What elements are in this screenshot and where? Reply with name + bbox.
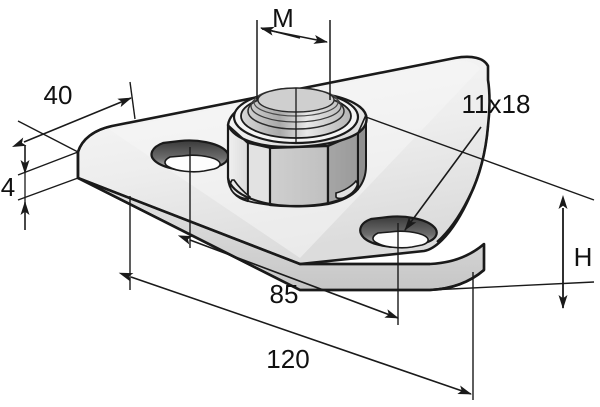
hex-nut: [226, 87, 368, 208]
dim-40-ext-far: [129, 81, 136, 120]
dim-H-label: H: [574, 242, 593, 272]
slot-hole-right: [359, 215, 438, 249]
dim-M-arrow-right: [261, 28, 328, 44]
slot-left-floor: [164, 154, 221, 173]
callout-11x18-label: 11x18: [462, 89, 531, 119]
dimension-120: 120: [118, 196, 474, 400]
callout-11x18-leader: [404, 126, 482, 231]
slot-right-floor: [372, 230, 429, 249]
nut-base-foot-left: [229, 179, 252, 200]
dimension-40: 40: [11, 80, 136, 153]
nut-top-crease-right: [357, 114, 367, 134]
dim-85-label: 85: [270, 279, 299, 309]
dimension-4: 4: [1, 145, 79, 230]
dim-4-label: 4: [1, 172, 15, 202]
nut-top-crease-left: [227, 124, 249, 144]
nut-bottom-edge: [226, 177, 360, 208]
dim-120-label: 120: [266, 344, 309, 374]
dim-H-ext-top: [365, 116, 595, 201]
dim-4-ext-bottom: [17, 177, 79, 201]
dim-40-line: [11, 97, 132, 147]
nut-face-left-center: [247, 141, 271, 207]
plate-right-end-curve: [436, 125, 490, 243]
dimension-H: H: [365, 116, 595, 309]
dim-40-label: 40: [44, 80, 73, 110]
dim-4-ext-top: [17, 151, 79, 176]
nut-face-center: [268, 144, 330, 208]
dimension-M: M: [256, 3, 331, 100]
slot-hole-left: [150, 139, 230, 173]
dim-M-label: M: [272, 3, 294, 33]
callout-11x18: 11x18: [404, 89, 531, 231]
dim-120-line: [118, 272, 472, 395]
dim-40-ext-near: [17, 120, 79, 153]
nut-face-far-right: [357, 114, 367, 190]
